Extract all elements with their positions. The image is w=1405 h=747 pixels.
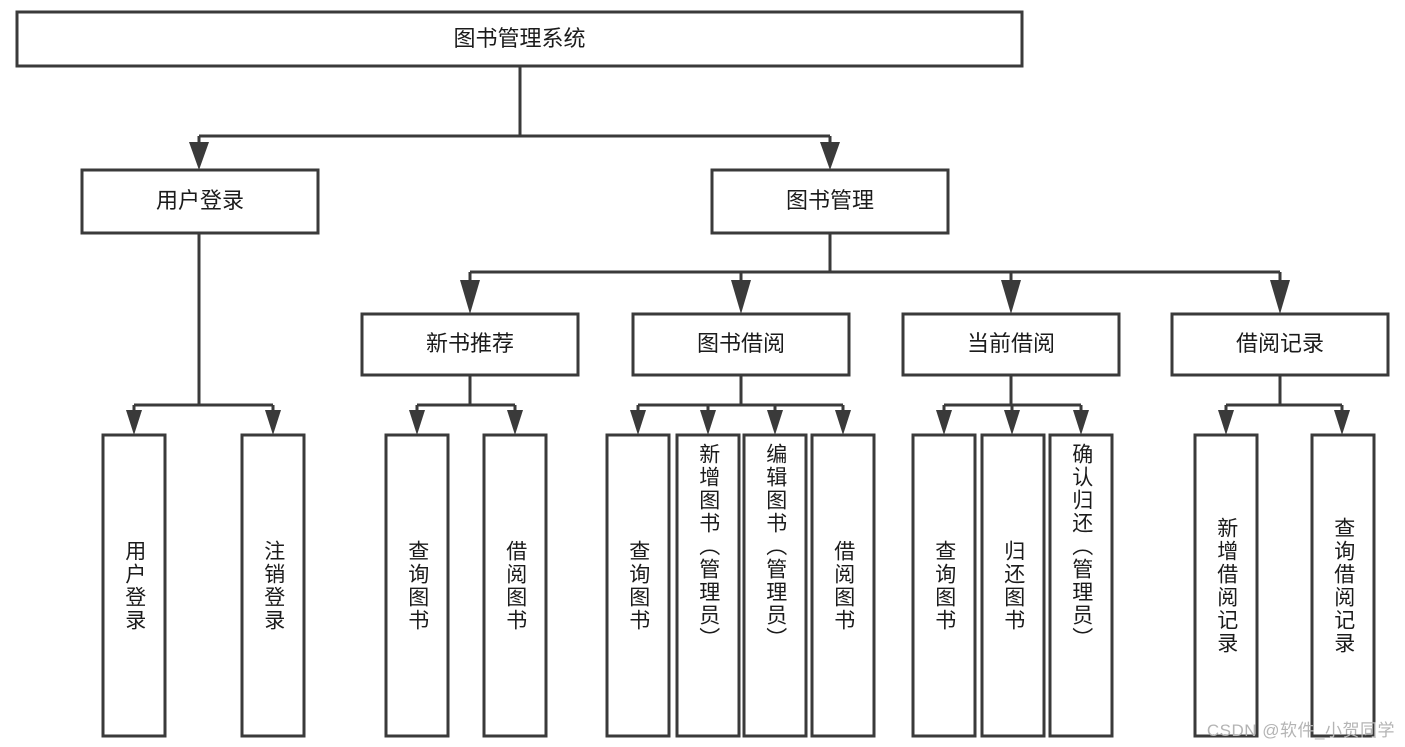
arrow-head-borrow-record <box>1270 280 1290 314</box>
node-leaf-query-book-1-box[interactable] <box>384 433 450 738</box>
watermark-text: CSDN @软件_小贺同学 <box>1206 721 1395 740</box>
leaf-boxes <box>101 433 1376 738</box>
node-leaf-query-record-box[interactable] <box>1310 433 1376 738</box>
arrow-head-leaf-query-record <box>1334 410 1350 435</box>
node-borrow-record[interactable]: 借阅记录 <box>1170 312 1390 377</box>
node-current-borrow[interactable]: 当前借阅 <box>901 312 1121 377</box>
arrow-head-book-borrow <box>731 280 751 314</box>
node-user-login[interactable]: 用户登录 <box>80 168 320 235</box>
node-leaf-return-book-box[interactable] <box>980 433 1046 738</box>
node-leaf-query-book-2-box[interactable] <box>605 433 671 738</box>
node-new-book-recommend-box[interactable] <box>360 312 580 377</box>
connector-currentborrow-to-leaves <box>936 375 1089 435</box>
connector-bookborrow-to-leaves <box>630 375 851 435</box>
connector-userlogin-to-leaves <box>126 233 281 435</box>
arrow-head-leaf-query-book-2 <box>630 410 646 435</box>
node-leaf-confirm-return-box[interactable] <box>1048 433 1114 738</box>
node-book-borrow-label: 图书借阅 <box>697 331 785 356</box>
connector-root-to-level2 <box>189 66 840 170</box>
node-book-manage-label: 图书管理 <box>786 188 874 213</box>
node-new-book-recommend-label: 新书推荐 <box>426 331 514 356</box>
connector-bookmanage-to-level3 <box>460 233 1290 314</box>
node-borrow-record-label: 借阅记录 <box>1236 331 1324 356</box>
node-leaf-logout-login-box[interactable] <box>240 433 306 738</box>
arrow-head-leaf-query-book-3 <box>936 410 952 435</box>
arrow-head-user-login <box>189 142 209 170</box>
arrow-head-leaf-query-book-1 <box>409 410 425 435</box>
arrow-head-leaf-logout-login <box>265 410 281 435</box>
node-leaf-add-record-box[interactable] <box>1193 433 1259 738</box>
arrow-head-leaf-return-book <box>1004 410 1020 435</box>
node-user-login-label: 用户登录 <box>156 188 244 213</box>
arrow-head-leaf-borrow-book-1 <box>507 410 523 435</box>
node-leaf-user-login-box[interactable] <box>101 433 167 738</box>
arrow-head-book-manage <box>820 142 840 170</box>
node-borrow-record-box[interactable] <box>1170 312 1390 377</box>
arrow-head-leaf-confirm-return <box>1073 410 1089 435</box>
node-leaf-borrow-book-1-box[interactable] <box>482 433 548 738</box>
arrow-head-leaf-user-login <box>126 410 142 435</box>
node-new-book-recommend[interactable]: 新书推荐 <box>360 312 580 377</box>
arrow-head-leaf-add-record <box>1218 410 1234 435</box>
arrow-head-leaf-borrow-book-2 <box>835 410 851 435</box>
node-current-borrow-box[interactable] <box>901 312 1121 377</box>
arrow-head-new-book-recommend <box>460 280 480 314</box>
node-leaf-add-book-box[interactable] <box>675 433 741 738</box>
arrow-head-current-borrow <box>1001 280 1021 314</box>
node-book-manage[interactable]: 图书管理 <box>710 168 950 235</box>
node-root-box[interactable] <box>15 10 1024 68</box>
node-book-borrow[interactable]: 图书借阅 <box>631 312 851 377</box>
node-root-label: 图书管理系统 <box>453 26 585 51</box>
node-book-manage-box[interactable] <box>710 168 950 235</box>
node-leaf-borrow-book-2-box[interactable] <box>810 433 876 738</box>
connector-newbook-to-leaves <box>409 375 523 435</box>
arrow-head-leaf-edit-book <box>767 410 783 435</box>
node-book-borrow-box[interactable] <box>631 312 851 377</box>
node-root[interactable]: 图书管理系统 <box>15 10 1024 68</box>
node-leaf-edit-book-box[interactable] <box>742 433 808 738</box>
node-user-login-box[interactable] <box>80 168 320 235</box>
connector-borrowrecord-to-leaves <box>1218 375 1350 435</box>
arrow-head-leaf-add-book <box>700 410 716 435</box>
node-leaf-query-book-3-box[interactable] <box>911 433 977 738</box>
node-current-borrow-label: 当前借阅 <box>967 331 1055 356</box>
